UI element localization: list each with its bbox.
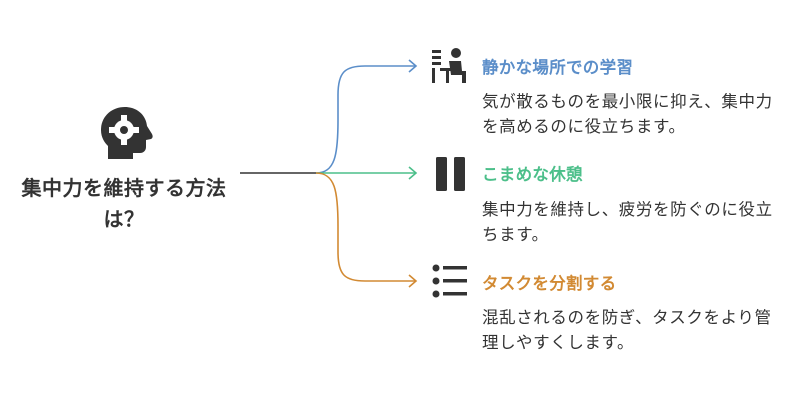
list-icon (432, 264, 467, 298)
branch-desc-split-tasks: 混乱されるのを防ぎ、タスクをより管理しやすくします。 (482, 308, 772, 352)
arrow-head-2 (408, 166, 418, 180)
connector-branch-1 (315, 65, 416, 174)
branch-title-breaks: こまめな休憩 (482, 165, 583, 184)
branch-title-split-tasks: タスクを分割する (482, 274, 617, 293)
branch-title-quiet-place: 静かな場所での学習 (482, 58, 634, 77)
connector-branch-3 (315, 172, 416, 282)
head-gears-icon (101, 107, 153, 159)
person-at-desk-icon (432, 48, 466, 83)
pause-icon (436, 157, 465, 191)
arrow-head-3 (408, 274, 418, 288)
arrow-head-1 (408, 59, 418, 73)
branch-desc-breaks: 集中力を維持し、疲労を防ぐのに役立ちます。 (482, 200, 773, 244)
branch-desc-quiet-place: 気が散るものを最小限に抑え、集中力を高めるのに役立ちます。 (482, 92, 773, 136)
central-topic-label: 集中力を維持する方法は？ (21, 176, 227, 231)
